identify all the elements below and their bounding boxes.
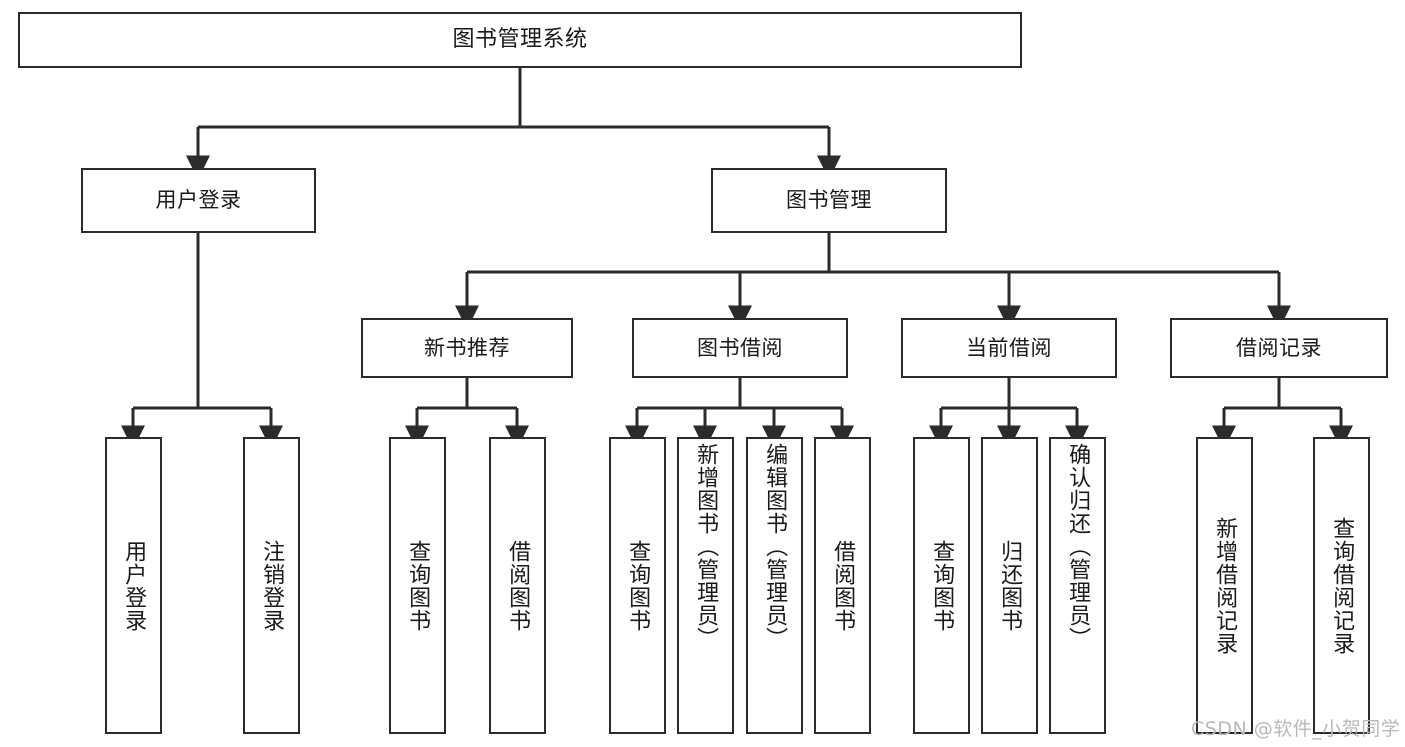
node-root-system[interactable]: 图书管理系统 — [18, 12, 1022, 68]
node-label: 查询图书 — [625, 539, 651, 632]
leaf-borrow-book[interactable]: 借阅图书 — [814, 437, 871, 734]
node-label: 图书借阅 — [697, 335, 783, 360]
leaf-query-book-borrow[interactable]: 查询图书 — [609, 437, 666, 734]
node-label: 用户登录 — [121, 539, 147, 632]
node-book-borrow[interactable]: 图书借阅 — [632, 318, 848, 378]
leaf-edit-book-admin[interactable]: 编辑图书（管理员） — [746, 437, 803, 734]
node-label: 图书管理系统 — [452, 27, 588, 53]
node-borrow-record[interactable]: 借阅记录 — [1170, 318, 1388, 378]
csdn-watermark: CSDN @软件_小贺同学 — [1191, 718, 1401, 740]
node-label: 确认归还（管理员） — [1065, 443, 1091, 650]
node-label: 借阅图书 — [830, 539, 856, 632]
leaf-borrow-book-recommend[interactable]: 借阅图书 — [489, 437, 546, 734]
node-label: 查询借阅记录 — [1329, 516, 1355, 655]
node-label: 编辑图书（管理员） — [762, 443, 788, 650]
leaf-confirm-return-admin[interactable]: 确认归还（管理员） — [1049, 437, 1106, 734]
node-label: 注销登录 — [259, 539, 285, 632]
node-book-management[interactable]: 图书管理 — [711, 168, 947, 233]
leaf-logout[interactable]: 注销登录 — [243, 437, 300, 734]
node-user-login[interactable]: 用户登录 — [81, 168, 316, 233]
leaf-return-book[interactable]: 归还图书 — [981, 437, 1038, 734]
node-label: 查询图书 — [405, 539, 431, 632]
node-current-borrow[interactable]: 当前借阅 — [901, 318, 1117, 378]
node-label: 新书推荐 — [424, 335, 510, 360]
node-label: 用户登录 — [155, 188, 242, 213]
node-label: 新增借阅记录 — [1212, 516, 1238, 655]
node-label: 借阅记录 — [1236, 335, 1322, 360]
leaf-query-book-current[interactable]: 查询图书 — [913, 437, 970, 734]
node-label: 新增图书（管理员） — [693, 443, 719, 650]
node-label: 当前借阅 — [966, 335, 1052, 360]
node-label: 借阅图书 — [505, 539, 531, 632]
leaf-query-borrow-record[interactable]: 查询借阅记录 — [1313, 437, 1370, 734]
leaf-user-login[interactable]: 用户登录 — [105, 437, 162, 734]
leaf-add-book-admin[interactable]: 新增图书（管理员） — [677, 437, 734, 734]
node-label: 查询图书 — [929, 539, 955, 632]
leaf-query-book-recommend[interactable]: 查询图书 — [389, 437, 446, 734]
node-new-book-recommend[interactable]: 新书推荐 — [361, 318, 573, 378]
leaf-add-borrow-record[interactable]: 新增借阅记录 — [1196, 437, 1253, 734]
node-label: 归还图书 — [997, 539, 1023, 632]
node-label: 图书管理 — [786, 188, 872, 213]
